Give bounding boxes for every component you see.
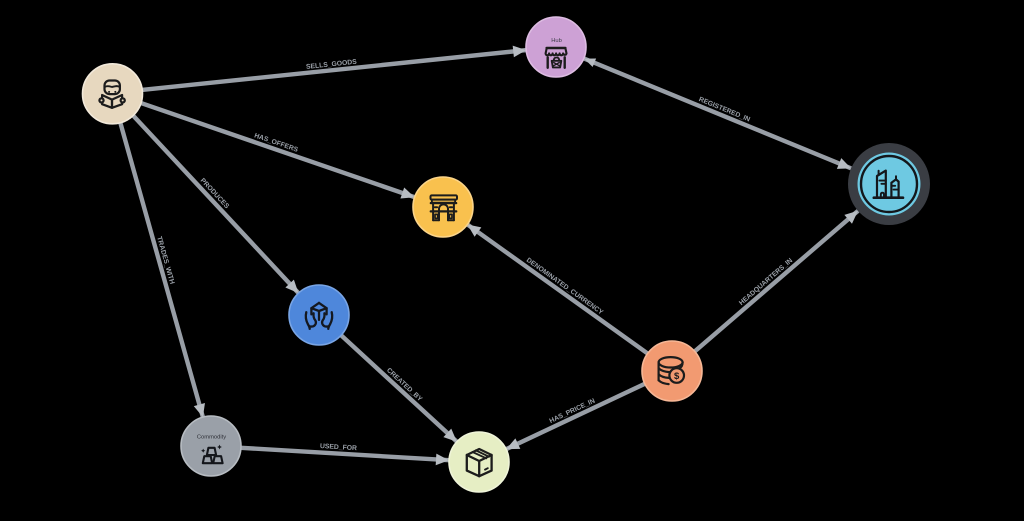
svg-text:Commodity: Commodity bbox=[197, 435, 226, 441]
svg-text:USED_FOR: USED_FOR bbox=[320, 443, 357, 452]
svg-text:$: $ bbox=[674, 371, 680, 382]
svg-text:Hub: Hub bbox=[551, 38, 562, 44]
